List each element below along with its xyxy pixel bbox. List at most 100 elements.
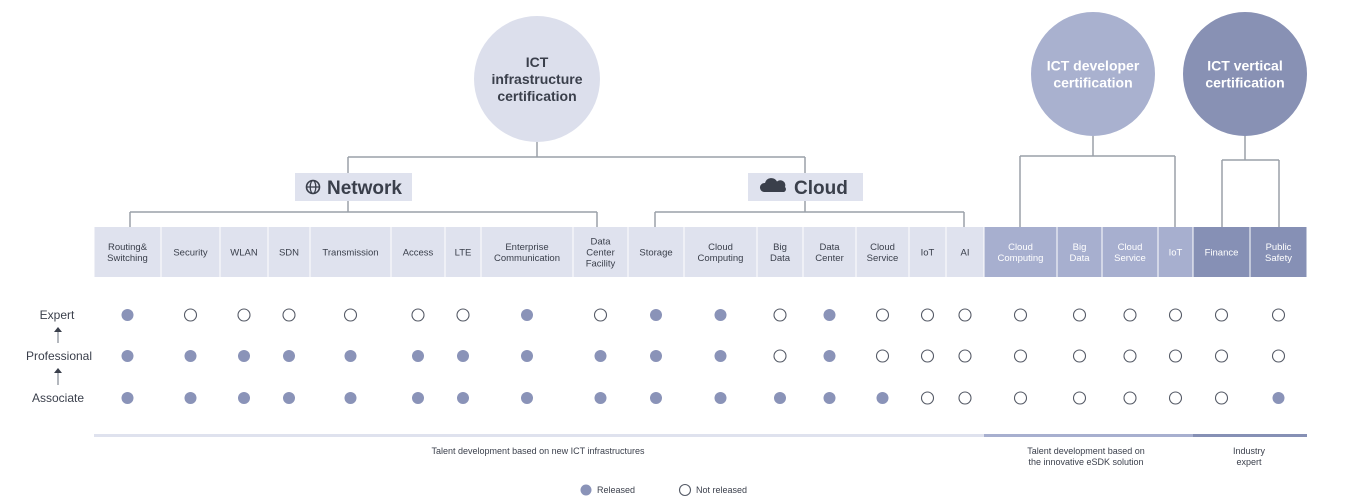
not-released-dot <box>920 349 935 363</box>
track-header-label: Communication <box>494 253 560 264</box>
track-header-label: LTE <box>455 248 472 259</box>
released-dot <box>714 350 727 362</box>
released-dot <box>283 350 295 362</box>
up-arrow-icon <box>54 368 62 373</box>
released-dot <box>344 350 357 362</box>
released-dot <box>594 350 607 362</box>
released-dot <box>650 309 662 321</box>
not-released-dot <box>411 308 425 322</box>
network-category-label: Network <box>327 178 402 199</box>
track-header-label: Cloud <box>708 242 733 253</box>
track-header-cell <box>268 227 310 277</box>
track-header-label: Service <box>867 253 899 264</box>
track-header-label: IoT <box>921 248 935 259</box>
track-header-label: WLAN <box>230 248 258 259</box>
not-released-dot <box>1072 308 1087 322</box>
track-header-cell <box>1193 227 1250 277</box>
track-header-cell <box>946 227 984 277</box>
dev-footer-caption: Talent development based on <box>1027 446 1145 456</box>
dev-footer-caption: the innovative eSDK solution <box>1028 457 1143 467</box>
not-released-dot <box>773 349 787 363</box>
level-label: Associate <box>32 391 84 405</box>
track-header-cell <box>803 227 856 277</box>
infra-circle-title: certification <box>497 88 576 104</box>
not-released-dot <box>773 308 787 322</box>
track-header-label: Cloud <box>870 242 895 253</box>
not-released-dot <box>1123 349 1137 363</box>
released-dot <box>594 392 607 404</box>
released-dot <box>774 392 786 404</box>
not-released-dot <box>958 349 972 363</box>
track-header-cell <box>1250 227 1307 277</box>
track-header-cell <box>94 227 161 277</box>
released-dot <box>521 309 533 321</box>
released-dot <box>412 350 424 362</box>
not-released-dot <box>1123 391 1137 405</box>
track-header-cell <box>1057 227 1102 277</box>
track-header-label: Computing <box>698 253 744 264</box>
released-dot <box>412 392 424 404</box>
released-dot <box>238 350 250 362</box>
track-header-label: Cloud <box>1118 242 1143 253</box>
released-dot <box>238 392 250 404</box>
track-header-label: Finance <box>1205 248 1239 259</box>
not-released-dot <box>183 308 198 322</box>
vert-certification-circle <box>1183 12 1307 136</box>
track-header-cell <box>573 227 628 277</box>
not-released-dot <box>1214 391 1229 405</box>
legend-not-released-label: Not released <box>696 485 747 495</box>
globe-icon <box>305 179 321 195</box>
track-header-cell <box>628 227 684 277</box>
released-dot <box>121 309 134 321</box>
released-dot <box>521 392 533 404</box>
not-released-dot <box>1214 308 1229 322</box>
up-arrow-icon <box>54 327 62 332</box>
released-dot <box>283 392 295 404</box>
track-header-label: Data <box>819 242 840 253</box>
vert-circle-title: certification <box>1205 75 1284 91</box>
released-dot <box>876 392 889 404</box>
not-released-dot <box>1271 308 1286 322</box>
not-released-dot <box>920 308 935 322</box>
track-header-label: Enterprise <box>505 242 548 253</box>
released-dot <box>521 350 533 362</box>
released-dot <box>650 350 662 362</box>
track-header-label: Public <box>1266 242 1292 253</box>
track-header-cell <box>757 227 803 277</box>
not-released-dot <box>958 391 972 405</box>
infra-circle-title: infrastructure <box>491 71 582 87</box>
track-header-label: Data <box>1069 253 1090 264</box>
not-released-dot <box>593 308 608 322</box>
released-dot <box>714 392 727 404</box>
track-header-cell <box>909 227 946 277</box>
track-header-label: Data <box>770 253 791 264</box>
dev-circle-title: ICT developer <box>1047 58 1140 74</box>
not-released-dot <box>958 308 972 322</box>
track-header-cell <box>220 227 268 277</box>
track-header-cell <box>1102 227 1158 277</box>
track-header-label: Storage <box>639 248 672 259</box>
track-header-label: Computing <box>998 253 1044 264</box>
cloud-icon <box>759 178 786 192</box>
not-released-dot <box>1072 349 1087 363</box>
track-header-cell <box>856 227 909 277</box>
not-released-dot <box>1168 349 1183 363</box>
not-released-dot <box>875 349 890 363</box>
released-dot <box>823 309 836 321</box>
not-released-dot <box>1013 349 1028 363</box>
not-released-dot <box>1013 308 1028 322</box>
track-header-cell <box>391 227 445 277</box>
track-header-label: Data <box>590 237 611 248</box>
vert-footer-caption: expert <box>1236 457 1262 467</box>
released-dot <box>457 350 469 362</box>
track-header-label: Routing& <box>108 242 148 253</box>
cloud-category-label: Cloud <box>794 178 848 199</box>
track-header-label: Big <box>1073 242 1087 253</box>
track-header-label: Access <box>403 248 434 259</box>
track-header-cell <box>445 227 481 277</box>
legend-released-label: Released <box>597 485 635 495</box>
cloud-icon-shape <box>759 178 786 192</box>
released-dot <box>184 350 197 362</box>
track-header-cell <box>1158 227 1193 277</box>
released-dot <box>823 392 836 404</box>
